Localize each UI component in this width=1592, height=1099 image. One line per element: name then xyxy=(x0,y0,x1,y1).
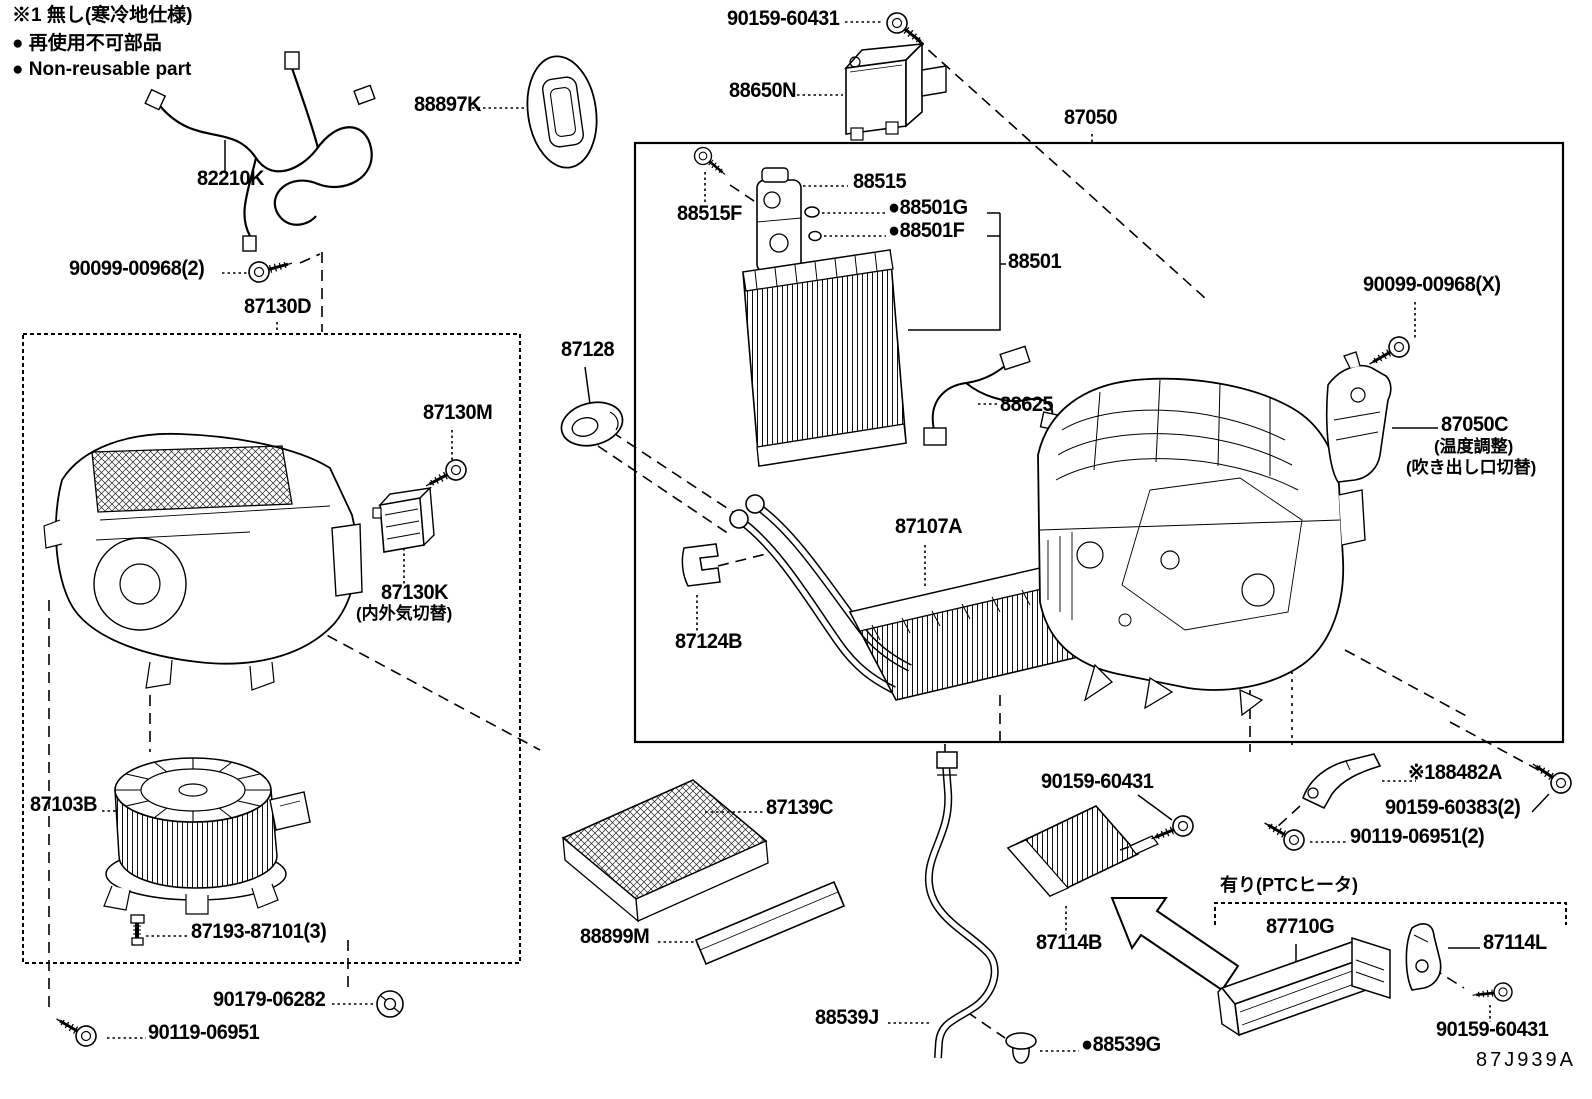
pipe-clamp-drawing xyxy=(681,543,721,587)
unit-assembly-boundary-box xyxy=(633,141,1565,744)
label-90159-60431-mid: 90159-60431 xyxy=(1041,770,1154,793)
label-90099-00968-2: 90099-00968(2) xyxy=(69,257,205,280)
screw-90159-60383-icon xyxy=(1525,754,1577,799)
blower-motor-drawing xyxy=(103,757,311,915)
label-90159-60431-top: 90159-60431 xyxy=(727,7,840,30)
wire-harness-drawing xyxy=(144,51,376,252)
label-88539G: ●88539G xyxy=(1081,1033,1161,1056)
legend-note-1: ※1 無し(寒冷地仕様) xyxy=(12,5,193,26)
label-88625: 88625 xyxy=(1000,393,1054,416)
label-88899M: 88899M xyxy=(580,925,650,948)
grommet-90179-drawing xyxy=(376,990,404,1018)
screw-90119-06951-icon xyxy=(50,1008,102,1052)
label-87050C: 87050C xyxy=(1441,413,1509,436)
direction-arrow xyxy=(1110,897,1240,992)
label-87103B: 87103B xyxy=(30,793,98,816)
label-88650N: 88650N xyxy=(729,79,797,102)
intake-servo-drawing xyxy=(372,486,435,553)
ptc-option-note: 有り(PTCヒータ) xyxy=(1220,875,1358,895)
drain-grommet-drawing xyxy=(1005,1032,1037,1064)
bolt-88515F-icon xyxy=(689,142,732,183)
evaporator-drawing xyxy=(742,249,907,467)
label-88897K: 88897K xyxy=(414,93,482,116)
label-87128: 87128 xyxy=(561,338,615,361)
label-87130D: 87130D xyxy=(244,295,312,318)
label-88501: 88501 xyxy=(1008,250,1062,273)
label-leader-solid xyxy=(224,140,1550,968)
label-88482A: ※188482A xyxy=(1408,761,1502,784)
label-90179-06282: 90179-06282 xyxy=(213,988,326,1011)
label-90159-60383: 90159-60383(2) xyxy=(1385,796,1521,819)
diagram-code: 87J939A xyxy=(1476,1049,1576,1071)
blower-unit-boundary-box xyxy=(22,333,521,964)
legend-note-3: ● Non-reusable part xyxy=(12,59,192,80)
drain-hose-drawing xyxy=(924,751,999,1059)
screw-90159-60431-br-icon xyxy=(1470,980,1515,1006)
label-87710G: 87710G xyxy=(1266,915,1335,938)
label-88501G: ●88501G xyxy=(888,196,968,219)
ptc-bracket-drawing xyxy=(1405,923,1442,991)
expansion-valve-drawing xyxy=(756,167,802,273)
label-88515F: 88515F xyxy=(677,202,742,225)
hvac-case-drawing xyxy=(1037,377,1366,717)
mode-servo-drawing xyxy=(1325,351,1392,483)
legend-note-2: ● 再使用不可部品 xyxy=(12,33,162,54)
ptc-option-bracket xyxy=(1214,902,1567,925)
label-leader-lines xyxy=(102,21,1491,1052)
label-87114B: 87114B xyxy=(1036,931,1102,954)
label-90119-06951: 90119-06951 xyxy=(148,1021,260,1044)
label-87130K-note: (内外気切替) xyxy=(356,604,453,623)
oring-icons xyxy=(804,206,822,242)
label-87107A: 87107A xyxy=(895,515,963,538)
bolt-87193-drawing xyxy=(130,914,145,946)
label-87114L: 87114L xyxy=(1483,931,1547,954)
label-88501F: ●88501F xyxy=(888,219,965,242)
label-87050C-note2: (吹き出し口切替) xyxy=(1406,458,1537,477)
amplifier-drawing xyxy=(843,42,947,141)
label-87130M: 87130M xyxy=(423,401,493,424)
dash-grommet-drawing xyxy=(526,55,598,169)
pipe-bracket-drawing xyxy=(1302,753,1382,810)
label-90119-06951-2: 90119-06951(2) xyxy=(1350,825,1485,848)
ptc-heater-drawing xyxy=(1006,805,1160,897)
label-87050C-note1: (温度調整) xyxy=(1434,437,1514,456)
pipe-grommet-drawing xyxy=(560,401,624,447)
screw-90099-00968-2-icon xyxy=(245,252,296,286)
label-87050: 87050 xyxy=(1064,106,1118,129)
label-88515: 88515 xyxy=(853,170,907,193)
cabin-filter-drawing xyxy=(561,779,769,923)
label-87139C: 87139C xyxy=(766,796,834,819)
label-88539J: 88539J xyxy=(815,1006,879,1029)
screw-90099-00968-x-icon xyxy=(1363,331,1415,375)
label-87193-87101: 87193-87101(3) xyxy=(191,920,327,943)
label-90099-00968-x: 90099-00968(X) xyxy=(1363,273,1501,296)
seal-drawing xyxy=(694,880,846,966)
label-90159-60431-br: 90159-60431 xyxy=(1436,1018,1549,1041)
label-82210K: 82210K xyxy=(197,167,265,190)
label-87130K: 87130K xyxy=(381,581,449,604)
ptc-core-drawing xyxy=(1217,936,1391,1037)
blower-case-drawing xyxy=(43,432,363,691)
label-87124B: 87124B xyxy=(675,630,743,653)
